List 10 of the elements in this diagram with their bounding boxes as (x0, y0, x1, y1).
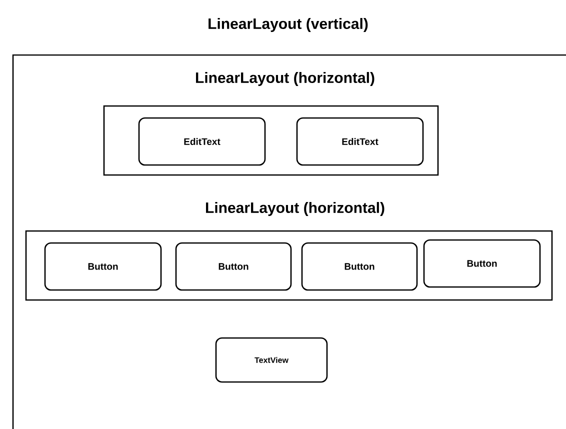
layout-heading: LinearLayout (horizontal) (206, 202, 384, 216)
widget-box: Button (175, 242, 292, 291)
widget-box: EditText (138, 117, 266, 166)
widget-box: TextView (215, 337, 328, 383)
widget-box: Button (44, 242, 162, 291)
widget-box: Button (301, 242, 418, 291)
layout-heading: LinearLayout (horizontal) (196, 72, 374, 86)
widget-box: Button (423, 239, 541, 288)
layout-heading: LinearLayout (vertical) (208, 18, 368, 32)
widget-box: EditText (296, 117, 424, 166)
